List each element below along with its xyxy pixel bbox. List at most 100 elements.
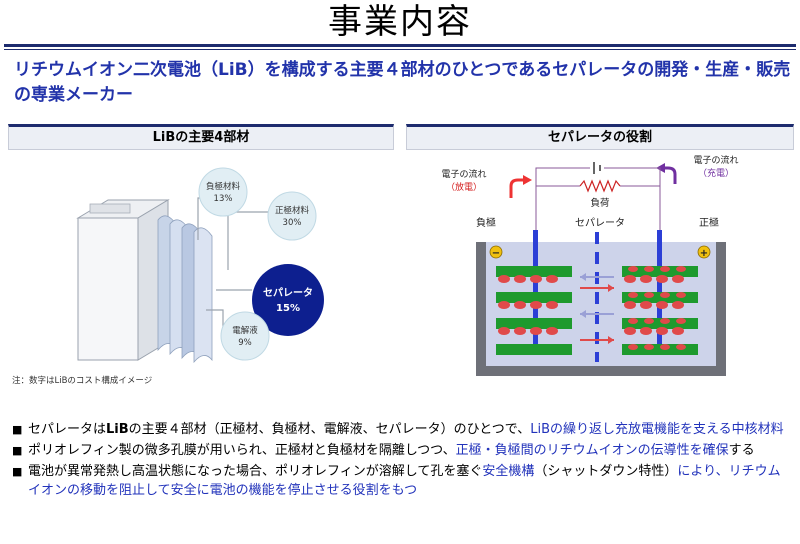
discharge-flow-label: 電子の流れ bbox=[441, 168, 486, 180]
bubble-separator: セパレータ 15% bbox=[252, 264, 324, 336]
lithium-ion bbox=[514, 301, 526, 309]
positive-electrode-label: 正極 bbox=[699, 216, 719, 229]
bullet-highlight: 安全機構 bbox=[482, 464, 535, 479]
lithium-ion bbox=[676, 318, 686, 324]
lithium-ion bbox=[498, 275, 510, 283]
title-underline bbox=[4, 44, 796, 47]
separator-label: セパレータ bbox=[575, 217, 625, 229]
discharge-flow-sub: （放電） bbox=[446, 181, 482, 193]
lithium-ion bbox=[644, 292, 654, 298]
lithium-ion bbox=[514, 327, 526, 335]
lithium-ion bbox=[546, 327, 558, 335]
bullet-segment: の主要４部材（正極材、負極材、電解液、セパレータ）のひとつで、 bbox=[128, 422, 531, 437]
lithium-ion bbox=[628, 318, 638, 324]
lithium-ion bbox=[672, 275, 684, 283]
lithium-ion bbox=[676, 344, 686, 350]
positive-plate bbox=[622, 266, 698, 277]
ion-arrow-head bbox=[580, 273, 586, 281]
bullet-square-icon: ■ bbox=[12, 465, 23, 478]
lithium-ion bbox=[644, 266, 654, 272]
negative-electrode-label: 負極 bbox=[476, 216, 496, 229]
lithium-ion bbox=[676, 266, 686, 272]
bullet-item: ■ ポリオレフィン製の微多孔膜が用いられ、正極材と負極材を隔離しつつ、正極・負極間… bbox=[12, 441, 792, 460]
bullet-item: ■ セパレータはLiBの主要４部材（正極材、負極材、電解液、セパレータ）のひとつで… bbox=[12, 420, 792, 439]
lithium-ion bbox=[624, 275, 636, 283]
lithium-ion bbox=[530, 301, 542, 309]
bullet-text: セパレータはLiBの主要４部材（正極材、負極材、電解液、セパレータ）のひとつで、… bbox=[28, 420, 792, 439]
ion-arrow-head bbox=[608, 336, 614, 344]
positive-plate bbox=[622, 318, 698, 329]
lithium-ion bbox=[628, 266, 638, 272]
lithium-ion bbox=[498, 301, 510, 309]
plus-terminal bbox=[697, 245, 711, 259]
lithium-ion bbox=[514, 275, 526, 283]
lithium-ion bbox=[628, 344, 638, 350]
bubble-electrolyte-name: 電解液 bbox=[232, 325, 258, 336]
electrode-sheets bbox=[157, 215, 213, 364]
cell-container bbox=[476, 242, 726, 376]
load-label: 負荷 bbox=[590, 197, 610, 209]
battery-terminal bbox=[89, 203, 131, 214]
bubble-separator-value: 15% bbox=[276, 303, 300, 314]
cost-note: 注：数字はLiBのコスト構成イメージ bbox=[12, 376, 153, 386]
lithium-ion bbox=[676, 292, 686, 298]
lithium-ion bbox=[624, 301, 636, 309]
bullet-square-icon: ■ bbox=[12, 423, 23, 436]
negative-plate bbox=[496, 344, 572, 355]
lithium-ion bbox=[640, 327, 652, 335]
lithium-ion bbox=[672, 301, 684, 309]
lithium-ion bbox=[546, 275, 558, 283]
bubble-separator-name: セパレータ bbox=[263, 287, 313, 299]
lithium-ion bbox=[530, 327, 542, 335]
bubble-negative-name: 負極材料 bbox=[206, 181, 241, 192]
bullet-segment: （シャットダウン特性） bbox=[534, 464, 678, 479]
lithium-ion bbox=[624, 327, 636, 335]
bullet-item: ■ 電池が異常発熱し高温状態になった場合、ポリオレフィンが溶解して孔を塞ぐ安全機構… bbox=[12, 462, 792, 500]
electrode-plates bbox=[496, 266, 698, 355]
lithium-ion bbox=[640, 275, 652, 283]
ion-arrow-head bbox=[580, 310, 586, 318]
bubble-negative-material: 負極材料 13% bbox=[198, 167, 248, 217]
bullet-text: ポリオレフィン製の微多孔膜が用いられ、正極材と負極材を隔離しつつ、正極・負極間の… bbox=[28, 441, 792, 460]
bullet-highlight: 正極・負極間のリチウムイオンの伝導性を確保 bbox=[455, 443, 729, 458]
discharge-arrow bbox=[509, 178, 524, 198]
page-subtitle: リチウムイオン二次電池（LiB）を構成する主要４部材のひとつであるセパレータの開… bbox=[14, 60, 791, 105]
bullet-square-icon: ■ bbox=[12, 444, 23, 457]
bubble-positive-material: 正極材料 30% bbox=[267, 191, 317, 241]
lithium-ion bbox=[660, 318, 670, 324]
positive-plate bbox=[622, 292, 698, 303]
bubble-negative-value: 13% bbox=[214, 194, 233, 204]
battery-case-front bbox=[77, 217, 139, 361]
bullet-segment: する bbox=[728, 443, 755, 458]
lithium-ion bbox=[656, 301, 668, 309]
lithium-ion bbox=[530, 275, 542, 283]
separator-role-diagram: 電子の流れ （放電） 電子の流れ （充電） 負荷 負極 セパレータ 正極 − + bbox=[441, 154, 739, 376]
lithium-ion bbox=[644, 318, 654, 324]
negative-plate bbox=[496, 266, 572, 277]
bubble-positive-name: 正極材料 bbox=[275, 205, 310, 216]
charge-flow-sub: （充電） bbox=[698, 167, 734, 179]
bubble-electrolyte-value: 9% bbox=[238, 338, 252, 348]
bullet-highlight: により、リチウムイオンの移動を阻止して安全に電池の機能を停止させる役割をもつ bbox=[28, 464, 781, 498]
bubble-electrolyte: 電解液 9% bbox=[220, 311, 270, 361]
battery-symbol bbox=[593, 162, 601, 174]
lithium-ion bbox=[660, 344, 670, 350]
charge-flow-label: 電子の流れ bbox=[693, 154, 738, 166]
bullet-segment: 電池が異常発熱し高温状態になった場合、ポリオレフィンが溶解して孔を塞ぐ bbox=[28, 464, 483, 479]
lithium-ion bbox=[498, 327, 510, 335]
bullet-segment: セパレータは bbox=[28, 422, 107, 437]
lib-components-figure: 負極材料 13% 正極材料 30% セパレータ 15% 電解液 9% bbox=[76, 167, 324, 364]
bullet-text: 電池が異常発熱し高温状態になった場合、ポリオレフィンが溶解して孔を塞ぐ安全機構（… bbox=[28, 462, 792, 500]
charge-arrow bbox=[664, 166, 677, 184]
minus-sign: − bbox=[492, 248, 500, 259]
positive-plate bbox=[622, 344, 698, 355]
bullet-list: ■ セパレータはLiBの主要４部材（正極材、負極材、電解液、セパレータ）のひとつで… bbox=[12, 420, 792, 502]
bullet-highlight: LiBの繰り返し充放電機能を支える中核材料 bbox=[530, 422, 784, 437]
lithium-ion bbox=[628, 292, 638, 298]
resistor-zigzag bbox=[579, 179, 621, 193]
lithium-ion bbox=[656, 275, 668, 283]
lithium-ion bbox=[660, 292, 670, 298]
lithium-ion bbox=[640, 301, 652, 309]
left-section-header: LiBの主要4部材 bbox=[8, 124, 394, 150]
title-underline-thin bbox=[4, 49, 796, 50]
